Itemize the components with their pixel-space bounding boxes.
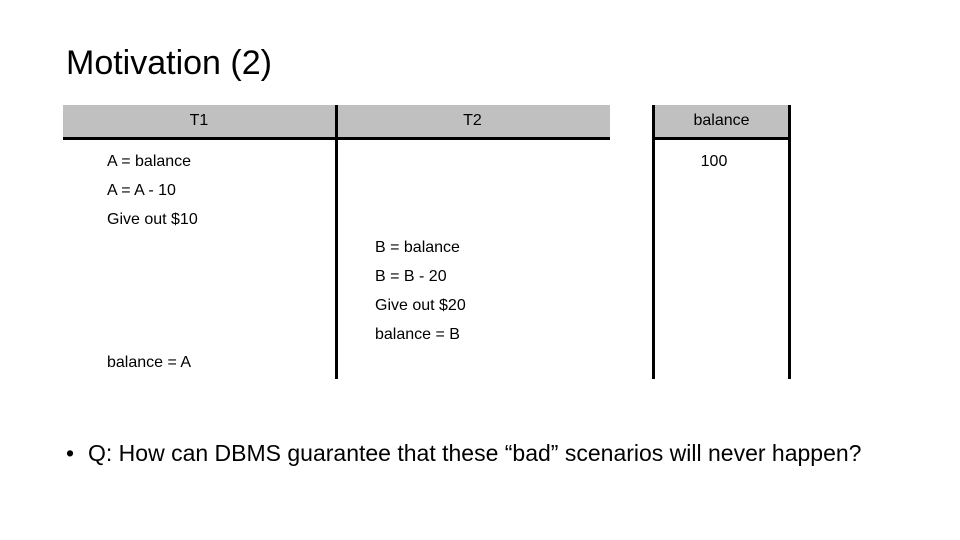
t1-statement: A = balance [107, 153, 192, 170]
column-divider-t1-t2 [335, 105, 338, 379]
t1-statement-group-last: balance = A [107, 348, 191, 377]
t1-statement: A = A - 10 [107, 182, 176, 199]
t2-statement: B = B - 20 [375, 268, 447, 285]
t1-statement: balance = A [107, 354, 192, 371]
page-title: Motivation (2) [66, 44, 272, 82]
t2-statement: B = balance [375, 239, 460, 256]
bullet-point-icon: • [66, 440, 75, 466]
t1-statement: Give out $10 [107, 211, 198, 228]
column-divider-balance-right [788, 105, 791, 379]
column-header-t1: T1 [63, 105, 335, 140]
balance-value: 100 [700, 153, 728, 170]
t1-statement-group-first: A = balance A = A - 10 Give out $10 [107, 147, 198, 234]
column-header-balance: balance [652, 105, 791, 140]
bullet-item-text: Q: How can DBMS guarantee that these “ba… [88, 440, 862, 466]
t2-statement-group: B = balance B = B - 20 Give out $20 bala… [375, 233, 466, 349]
t2-statement: Give out $20 [375, 297, 466, 314]
list-item: • Q: How can DBMS guarantee that these “… [66, 437, 896, 470]
column-header-t2: T2 [335, 105, 610, 140]
column-divider-balance-left [652, 105, 655, 379]
t2-statement: balance = B [375, 326, 460, 343]
bullet-list: • Q: How can DBMS guarantee that these “… [66, 437, 896, 470]
